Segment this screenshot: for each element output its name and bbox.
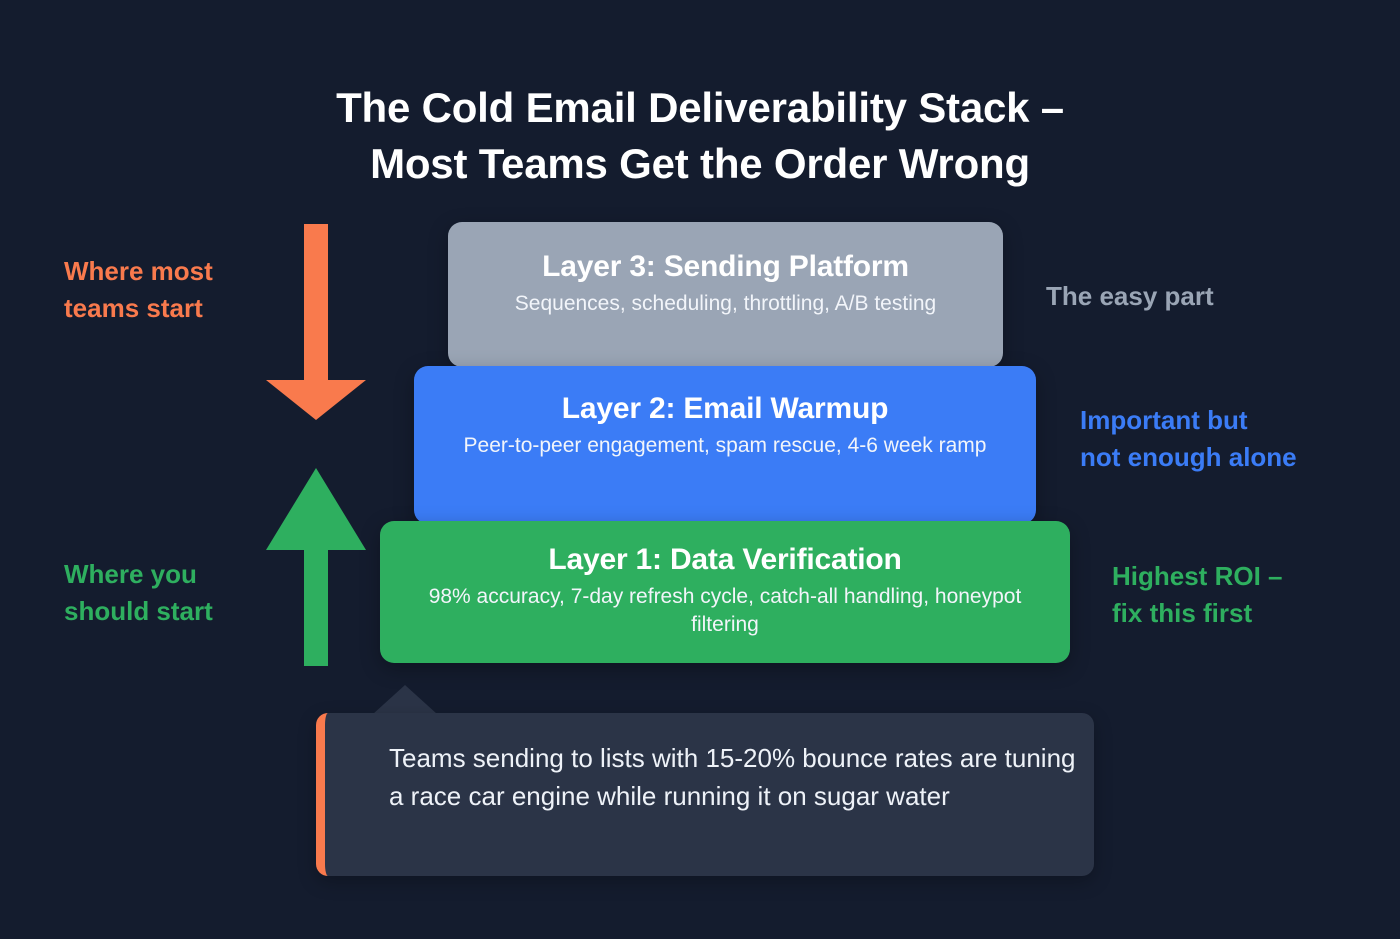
annotation-right-top-line-1: The easy part <box>1046 281 1214 311</box>
annotation-left-bottom-line-1: Where you <box>64 559 197 589</box>
stack-layer-1-title: Layer 1: Data Verification <box>548 543 902 576</box>
stack-layer-2-description-line-1: Peer-to-peer engagement, spam rescue, <box>463 434 842 457</box>
annotation-right-bottom-line-1: Highest ROI – <box>1112 561 1283 591</box>
stack-layer-1-description-line-1: 98% accuracy, 7-day refresh cycle, catch… <box>428 585 838 608</box>
down-arrow-icon <box>262 222 370 427</box>
stack-layer-1-description-line-2: handling, honeypot filtering <box>691 585 1022 636</box>
page-title-line-2: Most Teams Get the Order Wrong <box>370 139 1030 187</box>
stack-layer-2-description: Peer-to-peer engagement, spam rescue, 4-… <box>464 432 987 460</box>
up-arrow-icon <box>262 466 370 673</box>
annotation-left-top-line-2: teams start <box>64 292 203 323</box>
annotation-where-you-should-start: Where you should start <box>64 556 304 630</box>
stack-layer-3-title: Layer 3: Sending Platform <box>542 250 909 283</box>
annotation-important-but-not-enough-alone: Important but not enough alone <box>1080 402 1380 476</box>
stack-layer-3-sending-platform: Layer 3: Sending Platform Sequences, sch… <box>448 222 1003 367</box>
callout-pointer-triangle <box>373 685 437 714</box>
stack-layer-2-title: Layer 2: Email Warmup <box>561 392 889 425</box>
annotation-left-bottom-line-2: should start <box>64 595 213 626</box>
annotation-right-mid-line-1: Important but <box>1080 405 1248 435</box>
bottom-callout-box: Teams sending to lists with 15-20% bounc… <box>316 713 1094 876</box>
annotation-highest-roi-fix-this-first: Highest ROI – fix this first <box>1112 558 1392 632</box>
annotation-right-mid-line-2: not enough alone <box>1080 441 1297 472</box>
stack-layer-3-description: Sequences, scheduling, throttling, A/B t… <box>514 292 937 315</box>
stack-layer-2-email-warmup: Layer 2: Email Warmup Peer-to-peer engag… <box>414 366 1036 524</box>
annotation-right-bottom-line-2: fix this first <box>1112 597 1253 628</box>
stack-layer-1-description: 98% accuracy, 7-day refresh cycle, catch… <box>398 583 1052 638</box>
annotation-where-most-teams-start: Where most teams start <box>64 253 304 327</box>
annotation-left-top-line-1: Where most <box>64 256 213 286</box>
stack-layer-1-data-verification: Layer 1: Data Verification 98% accuracy,… <box>380 521 1070 663</box>
annotation-the-easy-part: The easy part <box>1046 278 1346 315</box>
page-title: The Cold Email Deliverability Stack – Mo… <box>0 80 1400 192</box>
bottom-callout-text: Teams sending to lists with 15-20% bounc… <box>389 743 1076 812</box>
page-title-line-1: The Cold Email Deliverability Stack – <box>336 84 1064 132</box>
stack-layer-2-description-line-2: 4-6 week ramp <box>847 434 987 457</box>
